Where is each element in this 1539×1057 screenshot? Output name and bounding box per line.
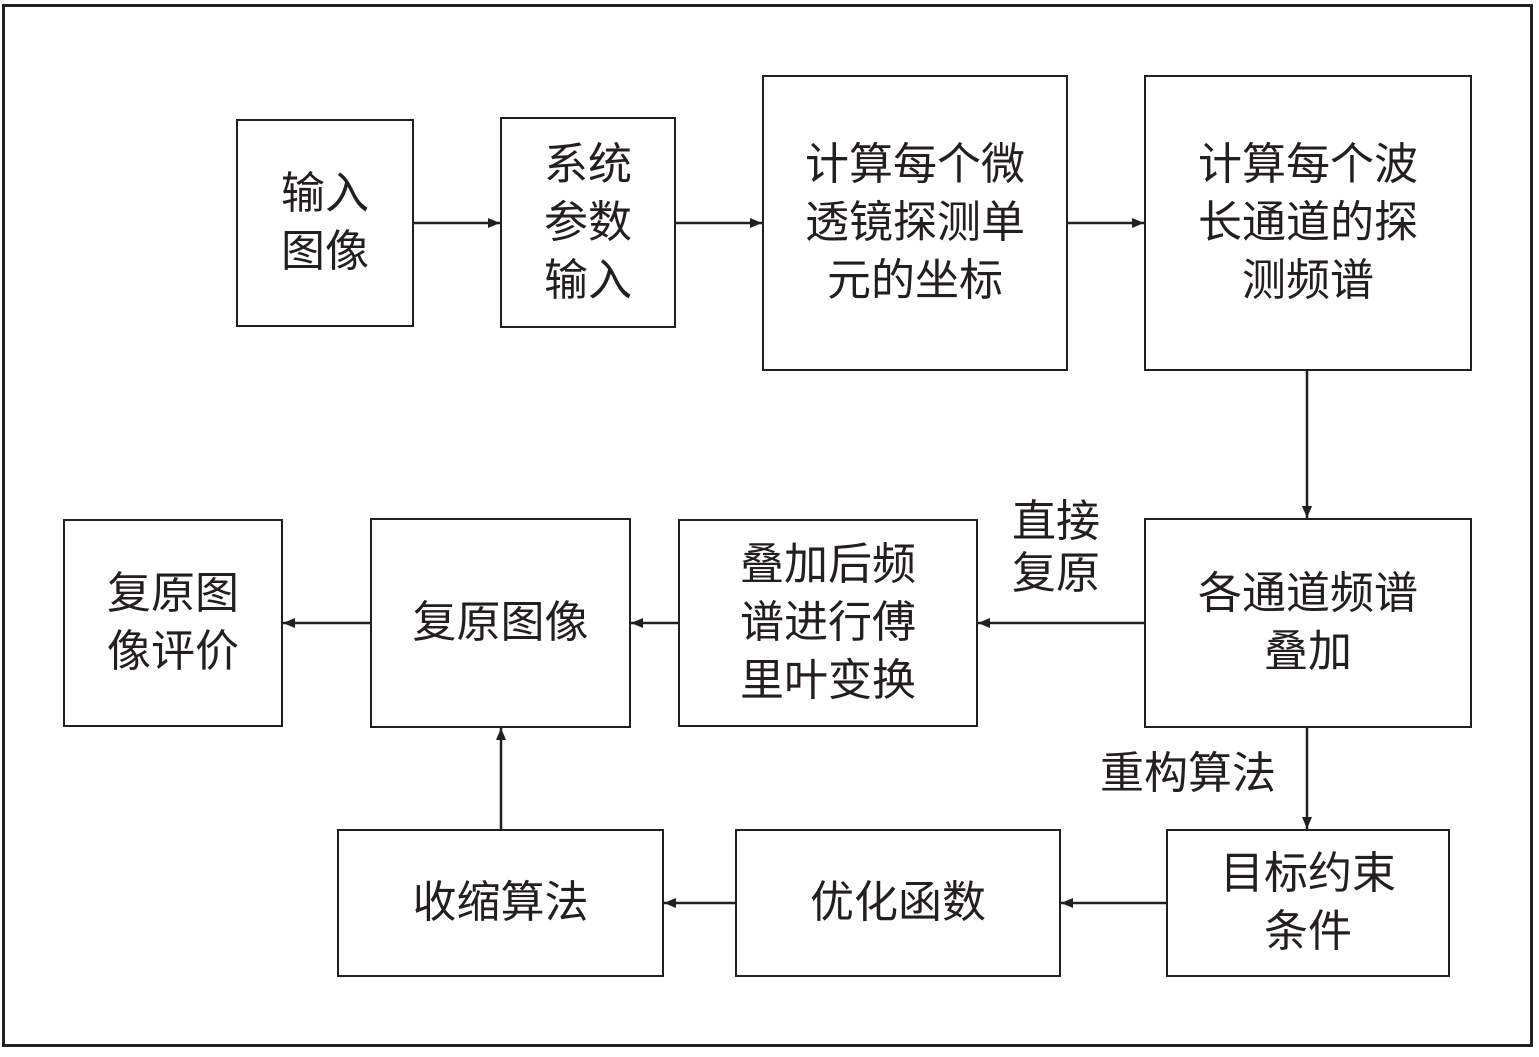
reconstruct-algorithm-label: 重构算法 xyxy=(1100,748,1276,799)
direct-restore-label: 直接 复原 xyxy=(1012,496,1100,599)
input-image-box: 输入 图像 xyxy=(236,119,414,327)
restored-image-box: 复原图像 xyxy=(370,518,631,728)
optimize-function-label: 优化函数 xyxy=(810,877,986,928)
diagram-frame xyxy=(2,4,1533,1047)
channel-superpose-label: 各通道频谱 叠加 xyxy=(1198,568,1418,677)
fourier-transform-label: 叠加后频 谱进行傅 里叶变换 xyxy=(740,539,916,706)
shrink-algorithm-label: 收缩算法 xyxy=(412,877,589,928)
input-image-label: 输入 图像 xyxy=(281,168,369,277)
wavelength-spectrum-label: 计算每个波 长通道的探 测频谱 xyxy=(1198,139,1418,306)
microlens-coords-label: 计算每个微 透镜探测单 元的坐标 xyxy=(805,139,1025,306)
image-evaluation-label: 复原图 像评价 xyxy=(107,568,239,677)
optimize-function-box: 优化函数 xyxy=(735,829,1061,977)
system-params-label: 系统 参数 输入 xyxy=(544,138,632,306)
system-params-box: 系统 参数 输入 xyxy=(500,117,676,328)
restored-image-label: 复原图像 xyxy=(412,597,589,648)
microlens-coords-box: 计算每个微 透镜探测单 元的坐标 xyxy=(762,75,1068,371)
fourier-transform-box: 叠加后频 谱进行傅 里叶变换 xyxy=(678,519,978,727)
target-constraint-label: 目标约束 条件 xyxy=(1220,848,1396,957)
channel-superpose-box: 各通道频谱 叠加 xyxy=(1144,518,1472,728)
target-constraint-box: 目标约束 条件 xyxy=(1166,829,1450,977)
image-evaluation-box: 复原图 像评价 xyxy=(63,519,283,727)
shrink-algorithm-box: 收缩算法 xyxy=(337,829,664,977)
wavelength-spectrum-box: 计算每个波 长通道的探 测频谱 xyxy=(1144,75,1472,371)
